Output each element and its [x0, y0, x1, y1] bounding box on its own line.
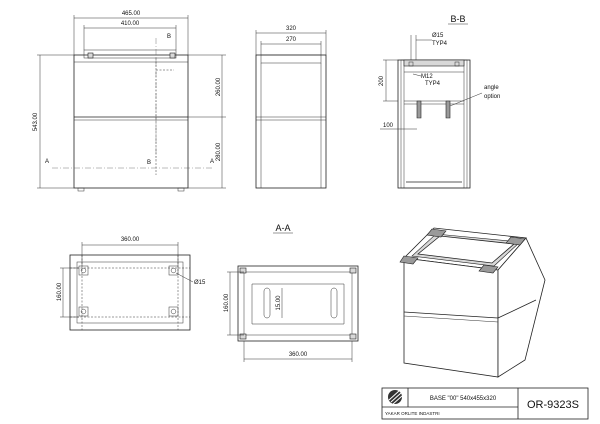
top-hole-bl — [80, 308, 87, 315]
dim-260-label: 260.00 — [216, 77, 222, 96]
section-aa-title: A-A — [275, 223, 290, 233]
bb-hole-dia: Ø15 — [432, 33, 444, 39]
top-dim-160-label: 160.00 — [57, 282, 63, 301]
dim-543-label: 543.00 — [33, 112, 39, 131]
title-block-frame — [381, 387, 589, 420]
front-hole-left — [87, 52, 94, 59]
company-logo-icon — [388, 390, 403, 405]
aa-dim-160-label: 160.00 — [224, 293, 230, 312]
front-hole-right — [169, 52, 176, 59]
section-b-label-bottom: B — [147, 160, 151, 166]
front-top-rail — [83, 49, 177, 59]
dim-320-label: 320 — [286, 26, 297, 32]
section-bb-title: B-B — [450, 14, 465, 24]
top-dim-360-label: 360.00 — [121, 237, 140, 243]
drawing-number: OR-9323S — [527, 399, 579, 411]
section-b-label-top: B — [167, 34, 171, 40]
top-hole-tl — [80, 267, 87, 274]
top-hole-tr — [170, 267, 177, 274]
dim-465-label: 465.00 — [122, 11, 141, 17]
section-bb-view: B-B Ø15 TYP4 M12 TYP4 200 100 angle opti… — [379, 14, 500, 189]
bb-thread: M12 — [421, 74, 433, 80]
isometric-view — [399, 227, 546, 378]
bb-hole-typ: TYP4 — [432, 41, 448, 47]
aa-dim-15: 15.00 — [276, 295, 282, 311]
side-view: 320 270 — [255, 26, 327, 189]
bb-note-angle: angle — [484, 85, 499, 91]
angle-bracket-left — [416, 100, 422, 119]
section-aa-outline — [237, 265, 359, 342]
top-hole-dia: Ø15 — [194, 280, 206, 286]
top-view: 360.00 160.00 Ø15 — [57, 237, 206, 331]
drawing-description: BASE "00" 540x455x320 — [430, 396, 497, 402]
section-bb-outline — [397, 59, 471, 189]
section-a-label-left: A — [45, 159, 49, 165]
top-hole-br — [170, 308, 177, 315]
front-view: 465.00 410.00 543.00 260.00 280.00 A A B… — [33, 11, 226, 192]
angle-bracket-right — [445, 100, 451, 119]
iso-drawer-split — [403, 311, 499, 319]
aa-slot-right — [330, 287, 338, 319]
title-block: YAKAR ORLITE INDASTRI BASE "00" 540x455x… — [381, 387, 589, 420]
bb-thread-typ: TYP4 — [425, 81, 441, 87]
section-aa-view: A-A 15.00 360.00 160.00 — [224, 223, 359, 362]
aa-slot-left — [263, 287, 271, 319]
front-view-outline — [73, 54, 189, 189]
top-view-outline — [69, 254, 191, 331]
bb-dim-100: 100 — [383, 123, 394, 129]
dim-280-label: 280.00 — [216, 142, 222, 161]
aa-dim-360-label: 360.00 — [289, 352, 308, 358]
section-a-label-right: A — [210, 159, 214, 165]
company-name: YAKAR ORLITE INDASTRI — [385, 411, 440, 416]
dim-410-label: 410.00 — [121, 21, 140, 27]
bb-dim-200: 200 — [379, 75, 385, 86]
bb-note-option: option — [484, 94, 500, 100]
dim-270-label: 270 — [286, 37, 297, 43]
side-view-outline — [255, 54, 327, 189]
